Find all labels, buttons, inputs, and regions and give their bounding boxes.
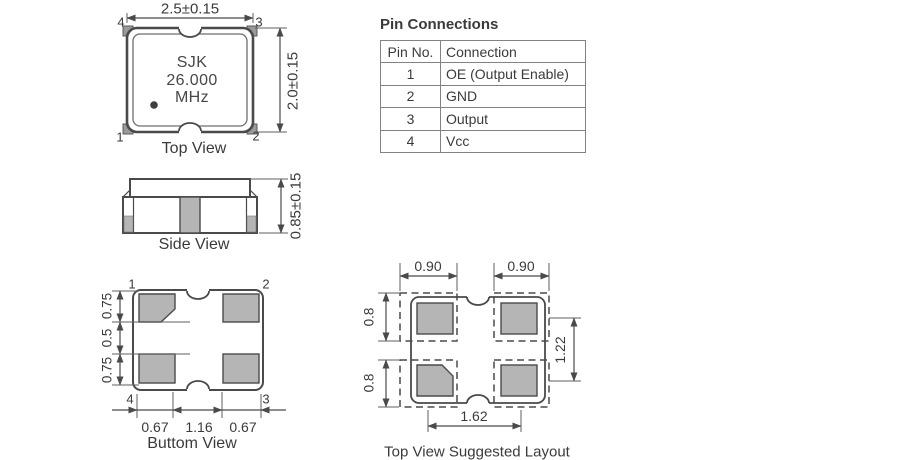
pin-no-cell: 2 <box>380 84 441 109</box>
bottom-view-drawing <box>112 287 286 418</box>
pad-width-dim-label: 0.67 <box>229 419 257 435</box>
pad-pin1-chamfered <box>416 364 454 397</box>
side-view-lid <box>129 178 251 198</box>
top-notch <box>186 290 210 300</box>
side-view-drawing <box>122 178 288 234</box>
land-pattern-pad <box>399 292 458 342</box>
pad-height-dim-label: 0.75 <box>99 292 115 320</box>
layout-caption: Top View Suggested Layout <box>384 443 570 460</box>
land-height-dim-label: 0.8 <box>361 307 377 327</box>
pin-number-label: 2 <box>252 128 260 144</box>
bottom-notch <box>466 394 490 404</box>
table-row: 1 OE (Output Enable) <box>380 62 586 86</box>
pin-number-label: 4 <box>126 391 134 407</box>
side-view-end-terminal <box>246 215 257 233</box>
pin1-marker-dot <box>150 101 158 109</box>
pad-width-dim-label: 0.67 <box>141 419 169 435</box>
top-view-width-dim-label: 2.5±0.15 <box>160 0 220 18</box>
top-view-width-dimension <box>126 13 254 23</box>
layout-right-dimension <box>549 317 581 382</box>
land-horizontal-pitch-dim-label: 1.62 <box>460 408 488 424</box>
pad-pin4 <box>138 353 176 384</box>
top-view-height-dimension <box>255 27 287 133</box>
side-view-height-dimension <box>250 178 288 234</box>
top-view-height-dim-label: 2.0±0.15 <box>284 51 302 111</box>
layout-bottom-dimension <box>427 410 522 432</box>
connection-cell: GND <box>440 84 586 109</box>
pin-number-label: 4 <box>117 14 125 30</box>
land-height-dim-label: 0.8 <box>361 373 377 393</box>
bottom-notch <box>186 380 210 390</box>
pad-span-dim-label: 1.16 <box>185 419 213 435</box>
layout-left-dimensions <box>378 292 399 408</box>
bottom-notch <box>178 122 202 132</box>
pin-number-label: 3 <box>262 391 270 407</box>
bottom-view-bottom-dimensions <box>112 392 286 418</box>
chip-marking-frequency: 26.000 <box>166 72 218 89</box>
table-row: 3 Output <box>380 107 586 131</box>
land-width-dim-label: 0.90 <box>507 258 535 274</box>
bottom-view-left-dimensions <box>112 290 190 386</box>
side-view-caption: Side View <box>158 236 230 253</box>
land-vertical-pitch-dim-label: 1.22 <box>552 336 568 364</box>
side-view-height-dim-label: 0.85±0.15 <box>287 172 305 240</box>
header-connection: Connection <box>440 39 586 64</box>
pad-pin3 <box>500 302 538 335</box>
connection-cell: Output <box>440 107 586 131</box>
top-view-drawing <box>122 13 287 135</box>
land-pattern-pad <box>399 359 458 408</box>
layout-top-dimensions <box>399 263 550 291</box>
bottom-view-caption: Buttom View <box>147 435 237 452</box>
pin-number-label: 1 <box>128 276 136 292</box>
pad-height-dim-label: 0.75 <box>99 356 115 384</box>
pad-pin3 <box>222 353 260 384</box>
pin-no-cell: 1 <box>380 62 441 86</box>
pad-pin1-chamfered <box>138 293 176 323</box>
pad-pin2 <box>222 293 260 323</box>
pin-no-cell: 3 <box>380 107 441 131</box>
pin-number-label: 3 <box>255 14 263 30</box>
pin-number-label: 2 <box>262 276 270 292</box>
pin-number-label: 1 <box>116 129 124 145</box>
connection-cell: OE (Output Enable) <box>440 62 586 86</box>
chip-marking-brand: SJK <box>176 54 208 71</box>
land-pattern-pad <box>493 292 550 342</box>
side-view-end-terminal <box>123 215 134 233</box>
top-notch <box>466 296 490 306</box>
table-row: 4 Vcc <box>380 129 586 153</box>
side-view-center-terminal <box>179 196 201 234</box>
top-view-caption: Top View <box>161 140 227 157</box>
table-header-row: Pin No. Connection <box>380 39 586 64</box>
pin-connections-title: Pin Connections <box>380 16 499 33</box>
layout-drawing <box>378 263 581 432</box>
land-pattern-pad <box>493 359 550 408</box>
land-width-dim-label: 0.90 <box>414 258 442 274</box>
pin-connections-table: Pin No. Connection 1 OE (Output Enable) … <box>380 39 586 153</box>
pin-no-cell: 4 <box>380 129 441 153</box>
table-row: 2 GND <box>380 84 586 109</box>
pad-pin4 <box>416 302 454 335</box>
chip-marking-unit: MHz <box>174 89 210 106</box>
pad-pin2 <box>500 364 538 397</box>
top-notch <box>178 28 202 38</box>
header-pin-no: Pin No. <box>380 39 441 64</box>
pad-gap-dim-label: 0.5 <box>99 328 115 348</box>
connection-cell: Vcc <box>440 129 586 153</box>
